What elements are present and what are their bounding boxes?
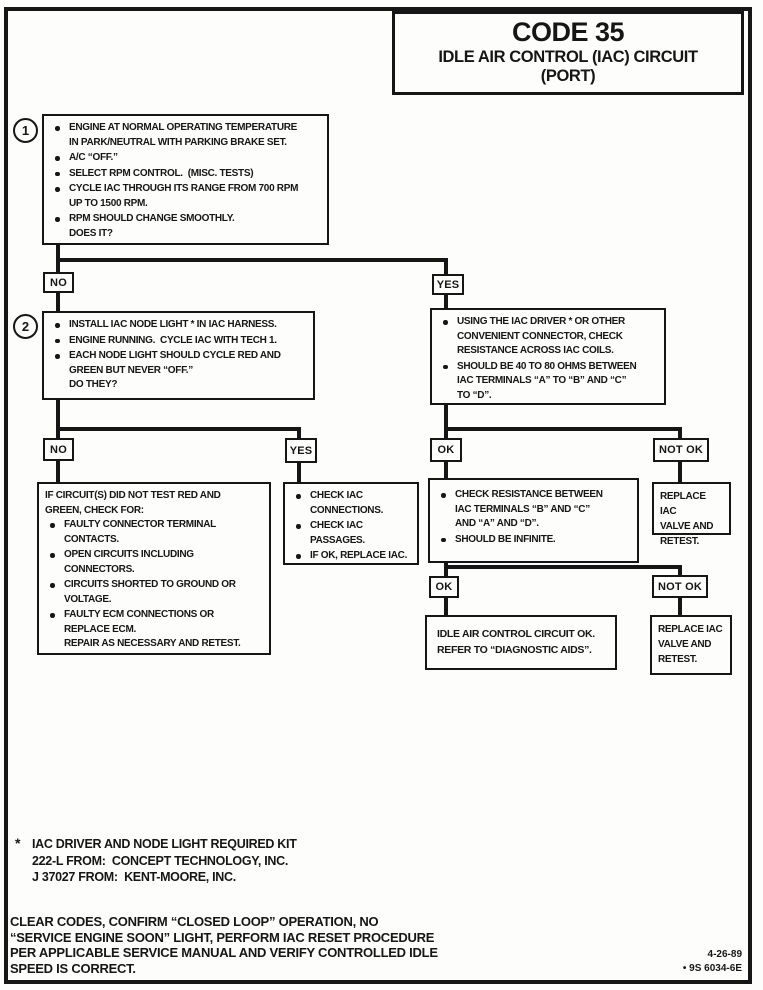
title-box: CODE 35 IDLE AIR CONTROL (IAC) CIRCUIT (…	[392, 11, 744, 95]
check-iac-box: CHECK IAC CONNECTIONS.CHECK IAC PASSAGES…	[283, 482, 419, 565]
connector-line	[56, 461, 60, 482]
connector-line	[444, 429, 448, 438]
connector-line	[678, 462, 682, 482]
connector-line	[56, 258, 448, 262]
connector-line	[444, 427, 682, 431]
branch-not-ok-label-1: NOT OK	[653, 438, 709, 462]
footnote-kit-info: * IAC DRIVER AND NODE LIGHT REQUIRED KIT…	[15, 835, 435, 886]
branch-no-label-2: NO	[43, 438, 74, 461]
bullet-item: A/C “OFF.”	[50, 151, 321, 166]
connector-line	[444, 295, 448, 308]
bullet-item: ENGINE RUNNING. CYCLE IAC WITH TECH 1.	[50, 334, 307, 349]
label-text: YES	[289, 444, 313, 457]
bullet-item: USING THE IAC DRIVER * OR OTHER CONVENIE…	[438, 315, 658, 359]
page-subtitle-variant: (PORT)	[540, 66, 596, 85]
circuit-fault-checklist-box: IF CIRCUIT(S) DID NOT TEST RED AND GREEN…	[37, 482, 271, 655]
connector-line	[56, 293, 60, 311]
connector-line	[444, 260, 448, 274]
check-iac-bullet-list: CHECK IAC CONNECTIONS.CHECK IAC PASSAGES…	[291, 489, 411, 564]
bullet-item: CHECK IAC PASSAGES.	[291, 519, 411, 548]
connector-line	[56, 260, 60, 272]
connector-line	[444, 404, 448, 430]
branch-not-ok-label-2: NOT OK	[652, 575, 708, 598]
branch-ok-label-2: OK	[429, 576, 459, 598]
connector-line	[56, 399, 60, 430]
label-text: OK	[435, 581, 453, 593]
replace-iac-valve-box-2: REPLACE IAC VALVE AND RETEST.	[650, 615, 732, 675]
bullet-item: ENGINE AT NORMAL OPERATING TEMPERATURE I…	[50, 121, 321, 150]
bullet-item: CIRCUITS SHORTED TO GROUND OR VOLTAGE.	[45, 578, 263, 607]
step-2-box: INSTALL IAC NODE LIGHT * IN IAC HARNESS.…	[42, 311, 315, 400]
infinite-check-bullet-list: CHECK RESISTANCE BETWEEN IAC TERMINALS “…	[436, 488, 631, 547]
connector-line	[678, 429, 682, 438]
branch-yes-label-1: YES	[432, 274, 464, 295]
step-1-bullet-list: ENGINE AT NORMAL OPERATING TEMPERATURE I…	[50, 121, 321, 241]
footer-instructions: CLEAR CODES, CONFIRM “CLOSED LOOP” OPERA…	[10, 914, 438, 976]
resistance-check-bullet-list: USING THE IAC DRIVER * OR OTHER CONVENIE…	[438, 315, 658, 403]
checklist-intro: IF CIRCUIT(S) DID NOT TEST RED AND GREEN…	[45, 490, 221, 516]
connector-line	[444, 565, 682, 569]
document-date: 4-26-89	[707, 949, 742, 960]
connector-line	[56, 245, 60, 261]
fault-bullet-list: FAULTY CONNECTOR TERMINAL CONTACTS.OPEN …	[45, 518, 263, 652]
label-text: OK	[437, 444, 455, 456]
document-info: 4-26-89 • 9S 6034-6E	[600, 948, 742, 975]
document-number: • 9S 6034-6E	[682, 962, 742, 974]
connector-line	[444, 462, 448, 478]
page-subtitle: IDLE AIR CONTROL (IAC) CIRCUIT	[438, 48, 698, 67]
step-number: 1	[21, 123, 30, 138]
bullet-item: INSTALL IAC NODE LIGHT * IN IAC HARNESS.	[50, 318, 307, 333]
bullet-item: SELECT RPM CONTROL. (MISC. TESTS)	[50, 167, 321, 182]
label-text: NO	[50, 443, 67, 456]
bullet-item: FAULTY ECM CONNECTIONS OR REPLACE ECM. R…	[45, 608, 263, 652]
footnote-text: IAC DRIVER AND NODE LIGHT REQUIRED KIT 2…	[32, 837, 297, 884]
label-text: NOT OK	[658, 580, 702, 593]
connector-line	[297, 429, 301, 438]
infinite-resistance-box: CHECK RESISTANCE BETWEEN IAC TERMINALS “…	[428, 478, 639, 563]
bullet-item: FAULTY CONNECTOR TERMINAL CONTACTS.	[45, 518, 263, 547]
page-border	[4, 7, 752, 984]
connector-line	[678, 598, 682, 615]
bullet-item: CHECK RESISTANCE BETWEEN IAC TERMINALS “…	[436, 488, 631, 532]
connector-line	[678, 567, 682, 575]
step-2-bullet-list: INSTALL IAC NODE LIGHT * IN IAC HARNESS.…	[50, 318, 307, 393]
connector-line	[56, 427, 301, 431]
bullet-item: EACH NODE LIGHT SHOULD CYCLE RED AND GRE…	[50, 349, 307, 393]
label-text: YES	[436, 278, 460, 291]
step-number: 2	[21, 319, 30, 334]
bullet-item: OPEN CIRCUITS INCLUDING CONNECTORS.	[45, 548, 263, 577]
page-title: CODE 35	[511, 17, 625, 47]
bullet-item: IF OK, REPLACE IAC.	[291, 549, 411, 564]
resistance-check-box: USING THE IAC DRIVER * OR OTHER CONVENIE…	[430, 308, 666, 405]
connector-line	[297, 463, 301, 482]
label-text: NO	[50, 276, 67, 289]
step-1-number-badge: 1	[13, 118, 38, 143]
idle-circuit-ok-box: IDLE AIR CONTROL CIRCUIT OK. REFER TO “D…	[425, 615, 617, 670]
connector-line	[444, 567, 448, 576]
bullet-item: CHECK IAC CONNECTIONS.	[291, 489, 411, 518]
step-2-number-badge: 2	[13, 314, 38, 339]
step-1-box: ENGINE AT NORMAL OPERATING TEMPERATURE I…	[42, 114, 329, 245]
branch-no-label-1: NO	[43, 272, 74, 293]
bullet-item: CYCLE IAC THROUGH ITS RANGE FROM 700 RPM…	[50, 182, 321, 211]
asterisk-marker: *	[15, 835, 21, 851]
branch-yes-label-2: YES	[285, 438, 317, 463]
branch-ok-label-1: OK	[430, 438, 462, 462]
connector-line	[56, 429, 60, 438]
bullet-item: SHOULD BE 40 TO 80 OHMS BETWEEN IAC TERM…	[438, 360, 658, 404]
connector-line	[444, 598, 448, 615]
bullet-item: RPM SHOULD CHANGE SMOOTHLY. DOES IT?	[50, 212, 321, 241]
bullet-item: SHOULD BE INFINITE.	[436, 533, 631, 548]
label-text: NOT OK	[659, 444, 703, 456]
replace-iac-valve-box-1: REPLACE IAC VALVE AND RETEST.	[652, 482, 731, 547]
